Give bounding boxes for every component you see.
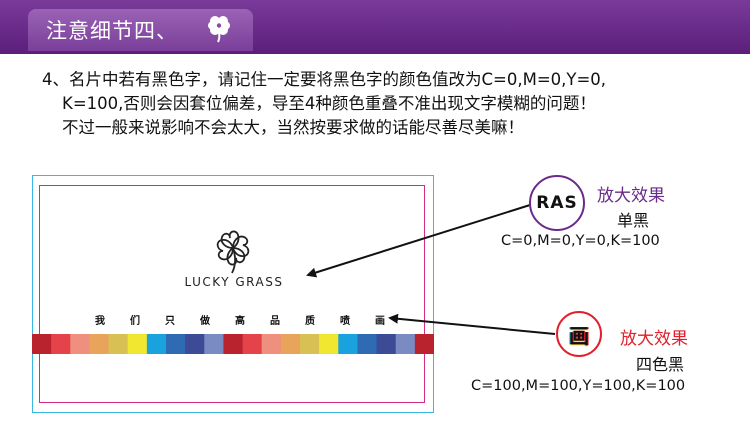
- four-leaf-clover-icon: [216, 230, 250, 274]
- zoom-circle-single-black: RAS: [529, 175, 585, 231]
- color-swatch: [395, 334, 416, 354]
- color-swatch: [51, 334, 71, 354]
- header-banner: 注意细节四、: [0, 0, 750, 54]
- slogan-char: 只: [165, 316, 175, 327]
- color-strip: [32, 334, 434, 354]
- color-swatch: [414, 334, 434, 354]
- slogan-char: 我: [95, 316, 105, 327]
- banner-title: 注意细节四、: [46, 19, 178, 43]
- color-swatch: [300, 334, 320, 354]
- color-swatch: [357, 334, 378, 354]
- paragraph-line: 4、名片中若有黑色字，请记住一定要将黑色字的颜色值改为C=0,M=0,Y=0,: [42, 70, 607, 89]
- zoom-text: RAS: [536, 193, 578, 213]
- slogan-char: 质: [305, 316, 315, 327]
- instruction-paragraph: 4、名片中若有黑色字，请记住一定要将黑色字的颜色值改为C=0,M=0,Y=0, …: [42, 68, 742, 140]
- color-swatch: [108, 334, 129, 354]
- color-swatch: [32, 334, 52, 354]
- clover-icon: [208, 16, 230, 43]
- color-swatch: [70, 334, 90, 354]
- slogan-char: 高: [235, 316, 245, 327]
- slogan-char: 喷: [340, 316, 350, 327]
- zoom-text: 画: [569, 323, 589, 348]
- color-swatch: [338, 334, 358, 354]
- color-swatch: [319, 334, 339, 354]
- card-slogan: 我 们 只 做 高 品 质 喷 画: [95, 312, 385, 327]
- color-swatch: [376, 334, 397, 354]
- callout-label: 单黑: [617, 211, 650, 230]
- paragraph-line: K=100,否则会因套位偏差，导至4种颜色重叠不准出现文字模糊的问题！: [62, 94, 596, 113]
- callout-cmyk: C=0,M=0,Y=0,K=100: [501, 233, 660, 249]
- slogan-char: 品: [270, 316, 280, 327]
- color-swatch: [89, 334, 110, 354]
- color-swatch: [166, 334, 186, 354]
- color-swatch: [280, 334, 301, 354]
- callout-cmyk: C=100,M=100,Y=100,K=100: [471, 378, 686, 394]
- callout-title: 放大效果: [620, 329, 688, 349]
- zoom-circle-rich-black: 画: [556, 311, 602, 357]
- color-swatch: [242, 334, 263, 354]
- slogan-char: 做: [200, 316, 210, 327]
- color-swatch: [261, 334, 282, 354]
- color-swatch: [146, 334, 167, 354]
- color-swatch: [223, 334, 244, 354]
- callout-label: 四色黑: [636, 355, 685, 374]
- card-bleed-border: [32, 175, 434, 413]
- slogan-char: 画: [375, 316, 385, 327]
- paragraph-line: 不过一般来说影响不会太大，当然按要求做的话能尽善尽美嘛！: [62, 118, 524, 137]
- color-swatch: [127, 334, 148, 354]
- color-swatch: [204, 334, 224, 354]
- callout-title: 放大效果: [597, 186, 665, 206]
- card-trim-border: [39, 185, 425, 403]
- color-swatch: [185, 334, 205, 354]
- card-brand-name: LUCKY GRASS: [184, 275, 284, 289]
- slogan-char: 们: [130, 316, 140, 327]
